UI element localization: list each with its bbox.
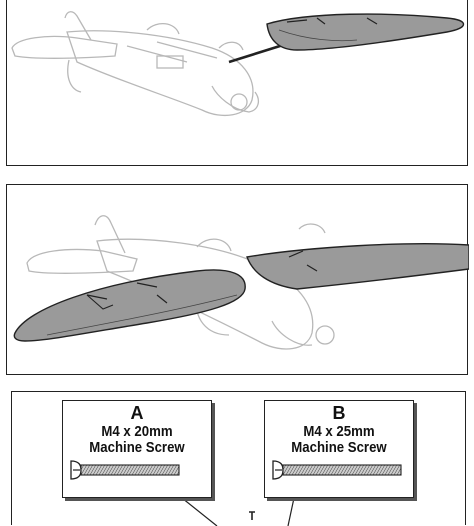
screw-b-type: Machine Screw	[274, 440, 404, 456]
horizontal-stabilizer	[27, 250, 137, 274]
right-wing	[247, 244, 469, 289]
step-2-panel	[6, 184, 468, 375]
screw-a-icon	[69, 459, 181, 481]
step-1-panel	[6, 0, 468, 166]
step-2-illustration	[7, 185, 469, 376]
nose-cowl	[272, 321, 312, 345]
step-1-illustration	[7, 0, 469, 166]
spinner	[231, 94, 247, 110]
screw-hole-marker	[249, 512, 255, 520]
callout-screw-b: B M4 x 25mm Machine Screw	[264, 400, 414, 498]
screw-a-size: M4 x 20mm	[72, 424, 202, 440]
motor-pod	[299, 224, 325, 233]
nose-cowl	[212, 86, 258, 112]
spinner	[316, 326, 334, 344]
screw-a-type: Machine Screw	[72, 440, 202, 456]
canopy	[147, 24, 179, 34]
right-wing	[267, 14, 464, 50]
motor-pod	[219, 42, 243, 50]
screw-a-letter: A	[63, 404, 211, 422]
callout-screw-a: A M4 x 20mm Machine Screw	[62, 400, 212, 498]
screw-b-icon	[271, 459, 405, 481]
step-3-panel: A M4 x 20mm Machine Screw B M4 x 25mm Ma…	[11, 391, 466, 525]
screw-b-size: M4 x 25mm	[274, 424, 404, 440]
screw-b-letter: B	[265, 404, 413, 422]
horizontal-stabilizer	[12, 36, 117, 58]
